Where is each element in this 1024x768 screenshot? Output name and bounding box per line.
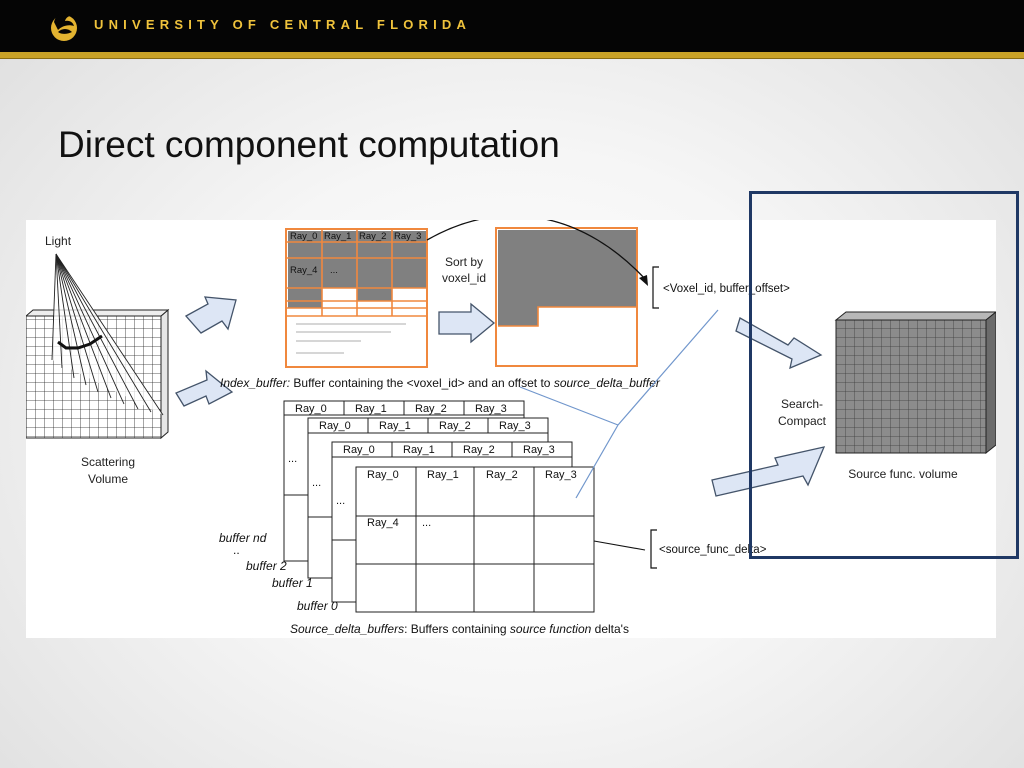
sorted-buffer [495,227,638,367]
buffer-0-ray4: Ray_4 [367,517,399,529]
buffer-2-ray1: Ray_1 [379,420,411,432]
source-delta-bracket [650,529,657,569]
curved-arrow-head [639,275,648,286]
buffer-0-label: buffer 0 [297,599,338,613]
buffer-0-ray2: Ray_2 [486,469,518,481]
source-delta-connector [593,540,646,551]
buffer-0-ray1: Ray_1 [427,469,459,481]
index-header-ray3: Ray_3 [394,231,421,242]
arrow-to-index-buffer [184,296,237,334]
light-label: Light [45,234,72,248]
buffer-2-ellipsis: ... [312,477,321,489]
index-buffer: Ray_0 Ray_1 Ray_2 Ray_3 Ray_4 ... [285,228,428,368]
source-delta-label: <source_func_delta> [659,544,767,556]
sort-label-line1: Sort by [445,255,483,269]
sort-label-line2: voxel_id [442,271,486,285]
voxel-pair-bracket [652,266,659,309]
buffer-2-ray2: Ray_2 [439,420,471,432]
source-func-volume [834,310,998,455]
source-volume-label: Source func. volume [848,467,958,481]
buffer-1-ray1: Ray_1 [403,444,435,456]
connector-lines [519,309,719,499]
source-delta-buffers [283,400,595,613]
search-compact-line2: Compact [778,414,827,428]
scattering-volume-label-line2: Volume [88,472,128,486]
buffer-dots-label: .. [233,543,240,557]
header-bar: UNIVERSITY OF CENTRAL FLORIDA [0,0,1024,52]
arrow-to-source-buffers [175,369,234,407]
arrow-to-source-volume-bottom [711,446,826,497]
buffer-nd-ray3: Ray_3 [475,403,507,415]
buffer-2-label: buffer 2 [246,559,287,573]
buffer-nd-ray2: Ray_2 [415,403,447,415]
buffer-1-ray0: Ray_0 [343,444,375,456]
index-buffer-caption: Index_buffer: Buffer containing the <vox… [220,376,661,390]
buffer-1-ray2: Ray_2 [463,444,495,456]
source-buffers-caption: Source_delta_buffers: Buffers containing… [290,622,629,636]
buffer-2-ray3: Ray_3 [499,420,531,432]
buffer-nd-ray0: Ray_0 [295,403,327,415]
source-caption-italic2: source function [510,622,592,636]
source-caption-italic1: Source_delta_buffers [290,622,404,636]
buffer-0-ray0: Ray_0 [367,469,399,481]
voxel-pair-label: <Voxel_id, buffer_offset> [663,283,790,295]
scattering-volume-label-line1: Scattering [81,455,135,469]
index-row-ellipsis: ... [330,265,338,276]
index-header-ray0: Ray_0 [290,231,317,242]
buffer-1-ray3: Ray_3 [523,444,555,456]
index-caption-italic1: Index_buffer: [220,376,290,390]
arrow-to-source-volume-top [735,317,823,370]
slide-title: Direct component computation [58,124,560,165]
pegasus-logo-icon [51,12,77,41]
buffer-2-ray0: Ray_0 [319,420,351,432]
diagram-panel: Light Scattering Volume [24,215,998,638]
diagram-svg: Light Scattering Volume [24,215,998,636]
light-rays [51,253,164,416]
university-name: UNIVERSITY OF CENTRAL FLORIDA [94,17,472,32]
arrow-sort [438,302,496,344]
buffer-nd-ellipsis: ... [288,453,297,465]
index-caption-plain: Buffer containing the <voxel_id> and an … [290,376,554,390]
source-caption-plain2: delta's [591,622,629,636]
search-compact-line1: Search- [781,397,823,411]
buffer-0-ray3: Ray_3 [545,469,577,481]
buffer-1-label: buffer 1 [272,576,313,590]
index-header-ray2: Ray_2 [359,231,386,242]
highlight-box [749,191,1019,559]
block-arrows [175,296,826,497]
buffer-1-ellipsis: ... [336,495,345,507]
buffer-nd-label: buffer nd [219,531,267,545]
index-caption-italic2: source_delta_buffer [554,376,661,390]
buffer-nd-ray1: Ray_1 [355,403,387,415]
index-header-ray1: Ray_1 [324,231,351,242]
header-stripe [0,52,1024,59]
buffer-0-ellipsis: ... [422,517,431,529]
source-caption-plain1: : Buffers containing [404,622,510,636]
index-row-ray4: Ray_4 [290,265,317,276]
